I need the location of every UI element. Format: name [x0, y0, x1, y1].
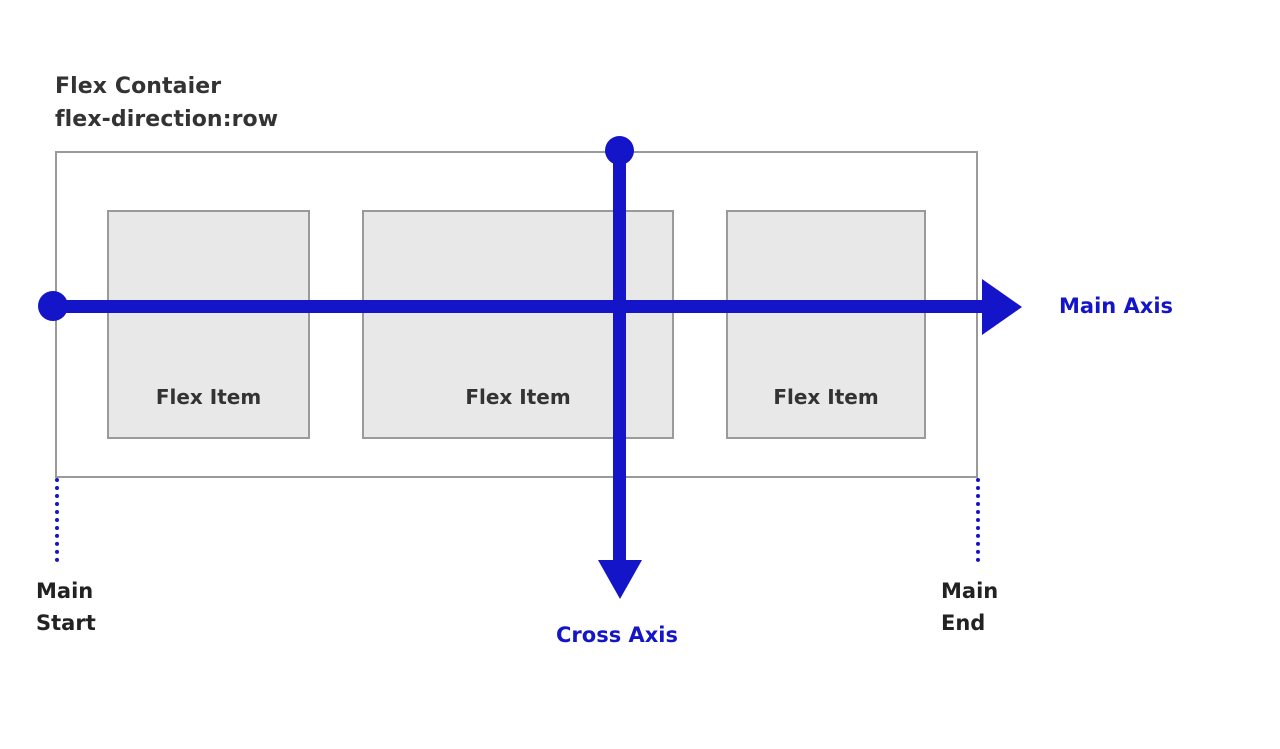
main-end-label: Main End	[941, 576, 998, 639]
main-start-label-line-1: Main	[36, 579, 94, 603]
flex-item-1-label: Flex Item	[155, 385, 262, 409]
flex-item-3-label: Flex Item	[773, 385, 879, 409]
title-line-container-name: Flex Contaier	[55, 74, 222, 99]
main-start-guide-line	[55, 478, 59, 562]
flex-item-1: Flex Item	[107, 210, 310, 439]
flex-item-2: Flex Item	[362, 210, 674, 439]
cross-axis-arrow-icon	[598, 560, 642, 599]
main-axis-label: Main Axis	[1059, 294, 1174, 318]
main-end-label-line-2: End	[941, 610, 986, 635]
main-end-guide-line	[976, 478, 980, 562]
main-start-label-line-2: Start	[36, 610, 96, 635]
cross-axis-line	[613, 150, 626, 574]
main-axis-arrow-icon	[982, 279, 1022, 335]
main-start-label: Main Start	[36, 576, 96, 639]
diagram-title: Flex Contaier flex-direction:row	[55, 70, 278, 136]
main-end-label-line-1: Main	[941, 579, 999, 603]
flex-item-2-label: Flex Item	[465, 385, 571, 409]
main-axis-start-dot-icon	[38, 291, 68, 321]
title-line-flex-direction: flex-direction:row	[55, 107, 279, 132]
cross-axis-label: Cross Axis	[556, 623, 679, 647]
main-axis-line	[53, 300, 989, 313]
flex-item-3: Flex Item	[726, 210, 926, 439]
cross-axis-start-dot-icon	[605, 136, 634, 165]
